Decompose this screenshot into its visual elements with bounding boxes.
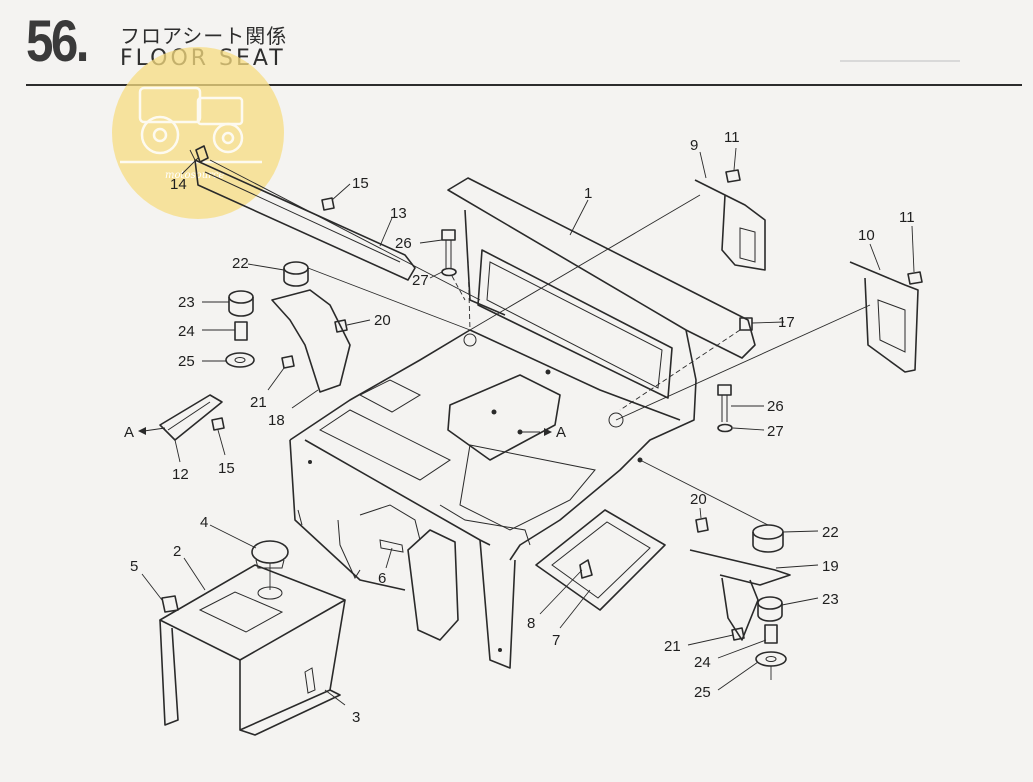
callout-26b: 26 <box>767 398 784 415</box>
callout-11a: 11 <box>724 129 740 146</box>
callout-4: 4 <box>200 514 208 531</box>
callout-ref-a1: A <box>124 424 134 441</box>
bolt-part-11 <box>725 169 923 285</box>
title-japanese: フロアシート関係 <box>120 24 288 48</box>
callout-12: 12 <box>172 466 189 483</box>
callout-21b: 21 <box>664 638 681 655</box>
callout-27b: 27 <box>767 423 784 440</box>
callout-25b: 25 <box>694 684 711 701</box>
callout-11b: 11 <box>899 209 915 226</box>
callout-2: 2 <box>173 543 181 560</box>
callout-9: 9 <box>690 137 698 154</box>
bracket-part-12 <box>159 394 223 441</box>
callout-6: 6 <box>378 570 386 587</box>
callout-18: 18 <box>268 412 285 429</box>
callout-3: 3 <box>352 709 360 726</box>
bolt-part-26 <box>441 229 733 433</box>
callout-15b: 15 <box>218 460 235 477</box>
callout-23a: 23 <box>178 294 195 311</box>
page-number: 56. <box>26 9 89 74</box>
bracket-part-10 <box>849 261 919 373</box>
callout-25a: 25 <box>178 353 195 370</box>
callout-15a: 15 <box>352 175 369 192</box>
floor-panel-part-1 <box>289 177 756 669</box>
callout-26a: 26 <box>395 235 412 252</box>
plate-part-7 <box>535 509 666 611</box>
reference-arrows <box>138 427 552 436</box>
stud-part-17 <box>739 317 753 331</box>
rail-part-13 <box>194 145 416 281</box>
side-cover-part-6 <box>379 529 459 641</box>
callout-22a: 22 <box>232 255 249 272</box>
watermark-disc <box>112 47 284 219</box>
watermark: motosource <box>112 47 284 219</box>
callout-19: 19 <box>822 558 839 575</box>
callout-5: 5 <box>130 558 138 575</box>
callout-1: 1 <box>584 185 592 202</box>
bolt-part-15 <box>211 197 335 431</box>
bracket-part-9 <box>694 179 766 271</box>
seat-mount-left <box>225 261 351 393</box>
leader-lines <box>141 147 915 706</box>
callout-10: 10 <box>858 227 875 244</box>
callout-7: 7 <box>552 632 560 649</box>
callout-13: 13 <box>390 205 407 222</box>
callout-20b: 20 <box>690 491 707 508</box>
callout-14: 14 <box>170 176 187 193</box>
nut-part-5 <box>161 595 179 613</box>
callout-22b: 22 <box>822 524 839 541</box>
seat-mount-right <box>689 517 791 667</box>
step-box-part-2 <box>159 564 346 736</box>
callout-labels: 1 9 11 10 11 17 26 27 22 19 23 20 21 24 … <box>124 129 915 726</box>
header-rule <box>26 84 1022 86</box>
callout-24a: 24 <box>178 323 195 340</box>
callout-21a: 21 <box>250 394 267 411</box>
callout-ref-a2: A <box>556 424 566 441</box>
callout-23b: 23 <box>822 591 839 608</box>
tractor-icon <box>120 86 262 164</box>
callout-20a: 20 <box>374 312 391 329</box>
callout-8: 8 <box>527 615 535 632</box>
page-header: 56. フロアシート関係 FLOOR SEAT <box>0 0 1033 100</box>
callout-24b: 24 <box>694 654 711 671</box>
watermark-text: motosource <box>165 170 225 181</box>
callout-27a: 27 <box>412 272 429 289</box>
faint-rule <box>840 60 960 62</box>
callout-17: 17 <box>778 314 795 331</box>
